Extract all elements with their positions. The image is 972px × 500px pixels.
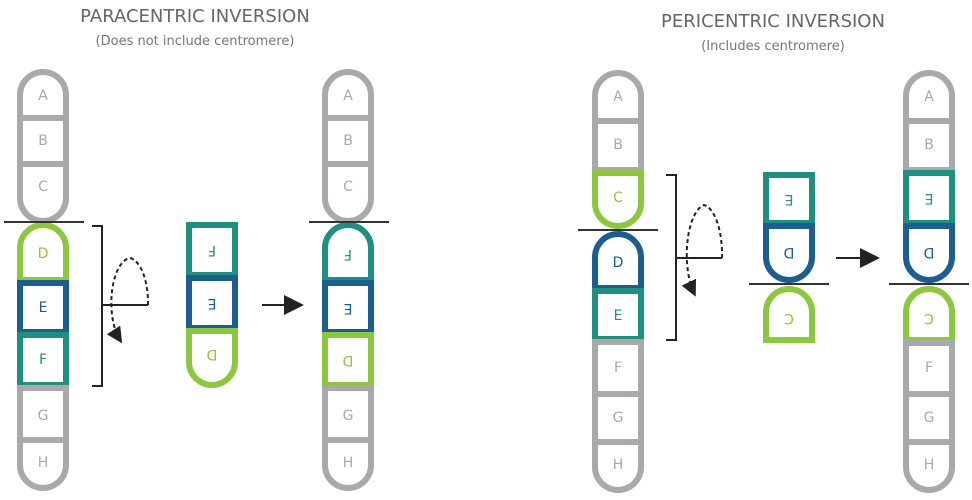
paracentric-subtitle: (Does not include centromere) [96, 34, 295, 49]
paracentric-original-chromosome: A B C D E F G H [4, 69, 84, 491]
seg-C: C [343, 179, 353, 195]
paracentric-result-chromosome: A B C F E D G H [309, 69, 389, 491]
paracentric-bracket [92, 225, 150, 387]
seg-G: G [38, 408, 49, 424]
paracentric-inverted-segment: F E D [186, 222, 238, 388]
seg-F: F [925, 360, 933, 376]
seg-C-inverted: C [924, 310, 934, 326]
pericentric-result-chromosome: A B E D C F G H [889, 70, 969, 493]
seg-D: D [38, 246, 49, 262]
seg-D: D [613, 255, 624, 271]
seg-A: A [613, 89, 623, 105]
seg-F-inverted: F [344, 246, 352, 262]
seg-B: B [38, 133, 48, 149]
seg-G: G [613, 410, 624, 426]
seg-B: B [343, 133, 353, 149]
rotation-arrow-icon [106, 256, 150, 344]
pericentric-subtitle: (Includes centromere) [701, 39, 845, 54]
seg-E-inverted: E [785, 191, 794, 207]
seg-E: E [614, 308, 623, 324]
seg-H: H [924, 457, 935, 473]
seg-H: H [613, 457, 624, 473]
seg-E: E [39, 300, 48, 316]
paracentric-title: PARACENTRIC INVERSION [80, 6, 310, 27]
seg-C-inverted: C [784, 310, 794, 326]
pericentric-bracket [666, 174, 724, 341]
seg-F-inverted: F [208, 242, 216, 258]
seg-A: A [924, 89, 934, 105]
pericentric-inverted-segment: E D C [749, 172, 829, 343]
seg-D-inverted: D [207, 346, 218, 362]
seg-B: B [924, 137, 934, 153]
seg-G: G [924, 410, 935, 426]
seg-H: H [38, 455, 49, 471]
seg-D-inverted: D [343, 352, 354, 368]
seg-E-inverted: E [925, 190, 934, 206]
pericentric-original-chromosome: A B C D E F G H [578, 70, 658, 493]
seg-F: F [39, 352, 47, 368]
seg-F: F [614, 360, 622, 376]
seg-E-inverted: E [208, 295, 217, 311]
pericentric-title: PERICENTRIC INVERSION [661, 11, 885, 32]
seg-E-inverted: E [344, 300, 353, 316]
seg-A: A [38, 88, 48, 104]
seg-A: A [343, 88, 353, 104]
seg-D-inverted: D [924, 244, 935, 260]
seg-C: C [613, 190, 623, 206]
seg-H: H [343, 455, 354, 471]
rotation-arrow-icon [681, 203, 724, 297]
seg-B: B [613, 137, 623, 153]
seg-G: G [343, 408, 354, 424]
seg-C: C [38, 179, 48, 195]
seg-D-inverted: D [784, 244, 795, 260]
